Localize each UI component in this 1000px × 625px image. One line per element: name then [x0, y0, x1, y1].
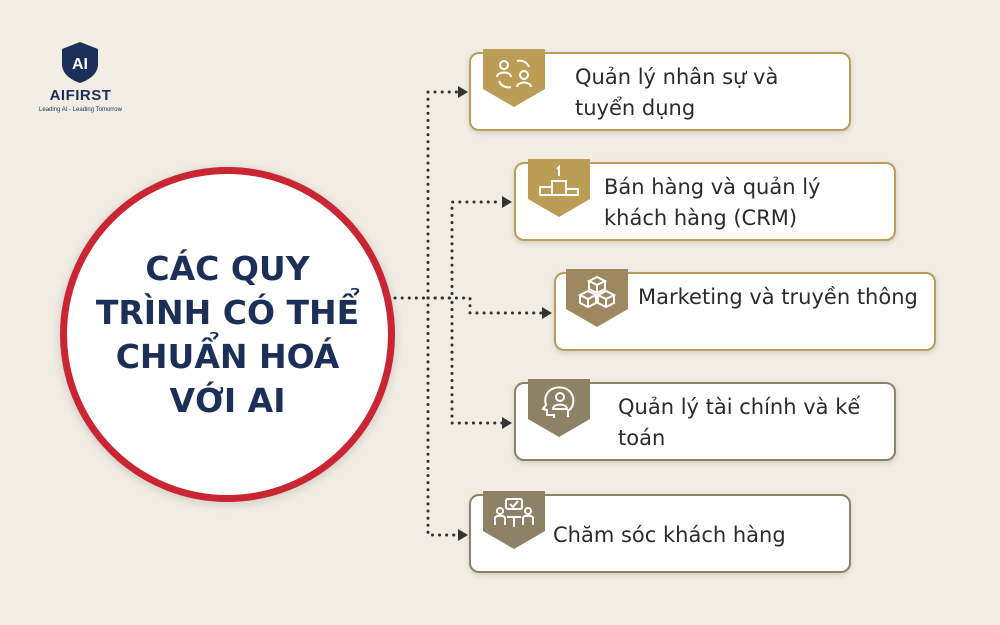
process-card-sales: Bán hàng và quản lý khách hàng (CRM) [514, 159, 896, 241]
arrowhead-2 [502, 196, 512, 208]
podium-icon [528, 159, 590, 217]
process-label-hr: Quản lý nhân sự và tuyển dụng [575, 65, 779, 120]
process-label-sales: Bán hàng và quản lý khách hàng (CRM) [604, 175, 821, 230]
arrowhead-3 [542, 307, 552, 319]
arrowhead-4 [502, 417, 512, 429]
shield-icon: AI [62, 42, 98, 83]
process-card-marketing: Marketing và truyền thông [554, 269, 936, 351]
arrowhead-1 [458, 86, 468, 98]
brand-tagline: Leading AI - Leading Tomorrow [39, 107, 122, 113]
connector-2 [426, 200, 504, 300]
connector-3 [426, 296, 544, 315]
process-card-hr: Quản lý nhân sự và tuyển dụng [469, 49, 851, 131]
connector-4 [426, 296, 504, 425]
process-label-marketing: Marketing và truyền thông [638, 285, 918, 309]
shield-text: AI [72, 56, 88, 73]
process-card-finance: Quản lý tài chính và kế toán [514, 379, 896, 461]
process-card-support: Chăm sóc khách hàng [469, 491, 851, 573]
boxes-icon [566, 269, 628, 327]
process-label-support: Chăm sóc khách hàng [553, 523, 786, 547]
connector-1 [426, 90, 460, 300]
connector-5 [426, 296, 460, 537]
brand-logo: AI AIFIRST Leading AI - Leading Tomorrow [28, 40, 133, 122]
brand-name: AIFIRST [49, 87, 112, 104]
arrowhead-5 [458, 529, 468, 541]
head-person-icon [528, 379, 590, 437]
process-label-finance: Quản lý tài chính và kế toán [618, 395, 861, 450]
center-circle: CÁC QUY TRÌNH CÓ THỂ CHUẨN HOÁ VỚI AI [60, 167, 395, 502]
people-exchange-icon [483, 49, 545, 107]
support-team-icon [483, 491, 545, 549]
center-title: CÁC QUY TRÌNH CÓ THỂ CHUẨN HOÁ VỚI AI [95, 248, 360, 420]
